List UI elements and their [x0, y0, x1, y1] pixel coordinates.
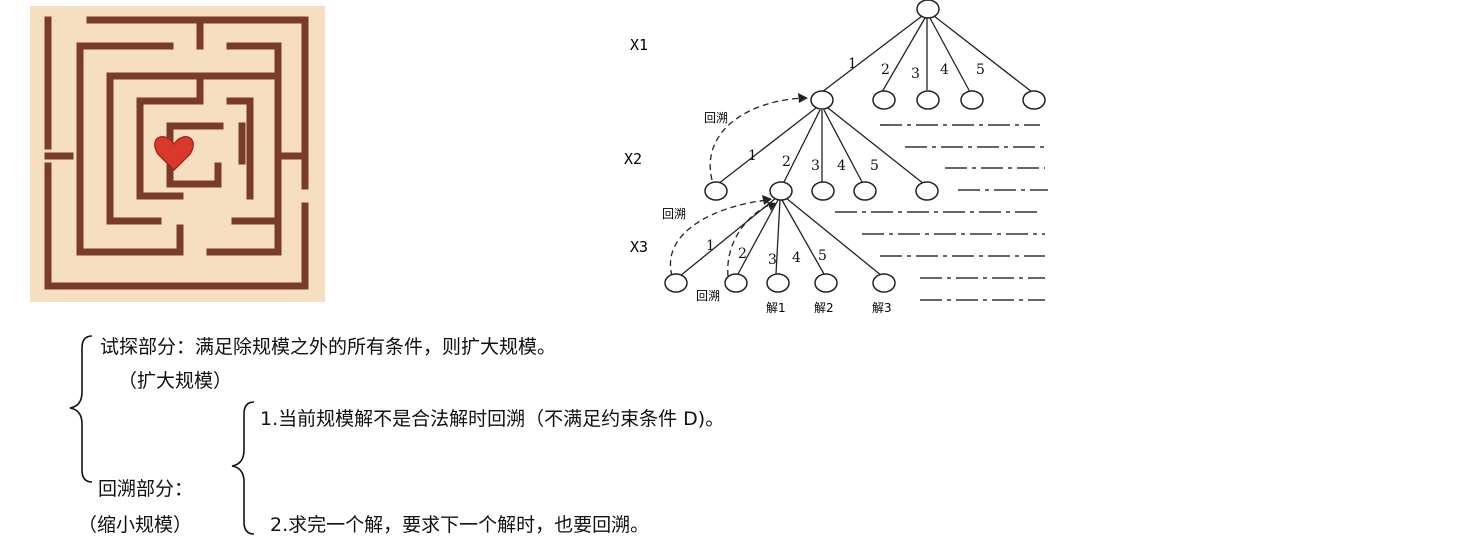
branch-label: 5 — [818, 248, 827, 264]
maze-svg — [30, 6, 325, 302]
x3-node-5 — [915, 181, 939, 201]
braces — [69, 335, 255, 535]
leaf-node-3 — [766, 273, 790, 293]
inner-brace — [231, 401, 255, 535]
branch-label: 2 — [738, 246, 747, 262]
level-label-x1: X1 — [630, 36, 648, 54]
x2-node-3 — [916, 90, 940, 110]
backtrack-case-1: 1.当前规模解不是合法解时回溯（不满足约束条件 D)。 — [260, 408, 725, 430]
root-node — [916, 0, 940, 19]
backtrack-label: 回溯 — [696, 288, 720, 303]
tree-nodes — [664, 0, 1046, 293]
root-branch-labels: 1 2 3 4 5 — [848, 56, 985, 82]
branch-label: 1 — [706, 238, 715, 254]
tree-edges — [679, 15, 1033, 277]
solution-label-1: 解1 — [766, 301, 786, 315]
branch-label: 3 — [768, 252, 777, 268]
backtrack-label: 回溯 — [662, 206, 686, 221]
x3-node-1 — [704, 181, 728, 201]
branch-label: 2 — [881, 62, 890, 78]
branch-label: 4 — [792, 250, 801, 266]
branch-label: 2 — [782, 154, 791, 170]
level-label-x3: X3 — [630, 238, 648, 256]
tree-svg: X1 X2 X3 1 2 3 4 5 1 2 3 4 5 1 2 3 4 5 回… — [624, 0, 1048, 315]
backtracking-description: 试探部分：满足除规模之外的所有条件，则扩大规模。 （扩大规模） 1.当前规模解不… — [60, 322, 960, 552]
x3-node-4 — [853, 181, 877, 201]
backtracking-tree-diagram: X1 X2 X3 1 2 3 4 5 1 2 3 4 5 1 2 3 4 5 回… — [600, 0, 1080, 322]
x2-node-4 — [960, 90, 984, 110]
level-label-x2: X2 — [624, 150, 642, 168]
leaf-node-4 — [814, 273, 838, 293]
leaf-node-2 — [724, 273, 748, 293]
x2-node-5 — [1022, 90, 1046, 110]
backtrack-part-text: 回溯部分： — [98, 478, 194, 500]
continuation-lines — [835, 124, 1048, 301]
try-part-text: 试探部分：满足除规模之外的所有条件，则扩大规模。 — [100, 336, 557, 358]
backtrack-part-note: （缩小规模） — [78, 514, 193, 536]
brace-svg — [69, 335, 255, 535]
maze-walls — [44, 16, 309, 290]
x2-branch-labels: 1 2 3 4 5 — [748, 148, 879, 174]
x2-node-1 — [810, 90, 834, 110]
try-part-note: （扩大规模） — [118, 370, 233, 392]
x3-node-2 — [769, 181, 793, 201]
leaf-node-1 — [664, 273, 688, 293]
solution-label-3: 解3 — [872, 301, 892, 315]
heart-icon — [154, 136, 194, 172]
backtrack-arrows — [669, 97, 806, 277]
solution-label-2: 解2 — [814, 301, 834, 315]
leaf-node-5 — [872, 273, 896, 293]
branch-label: 5 — [976, 62, 985, 78]
x3-branch-labels: 1 2 3 4 5 — [706, 238, 827, 268]
maze-illustration — [30, 6, 325, 302]
branch-label: 4 — [940, 62, 949, 78]
branch-label: 3 — [811, 158, 820, 174]
outer-brace — [69, 335, 93, 483]
backtrack-label: 回溯 — [704, 110, 728, 125]
backtrack-case-2: 2.求完一个解，要求下一个解时，也要回溯。 — [270, 514, 650, 536]
arrow-heads — [762, 93, 808, 211]
x3-node-3 — [811, 181, 835, 201]
branch-label: 1 — [748, 148, 757, 164]
branch-label: 1 — [848, 56, 857, 72]
branch-label: 4 — [837, 158, 846, 174]
x2-node-2 — [872, 90, 896, 110]
branch-label: 5 — [870, 158, 879, 174]
branch-label: 3 — [911, 66, 920, 82]
